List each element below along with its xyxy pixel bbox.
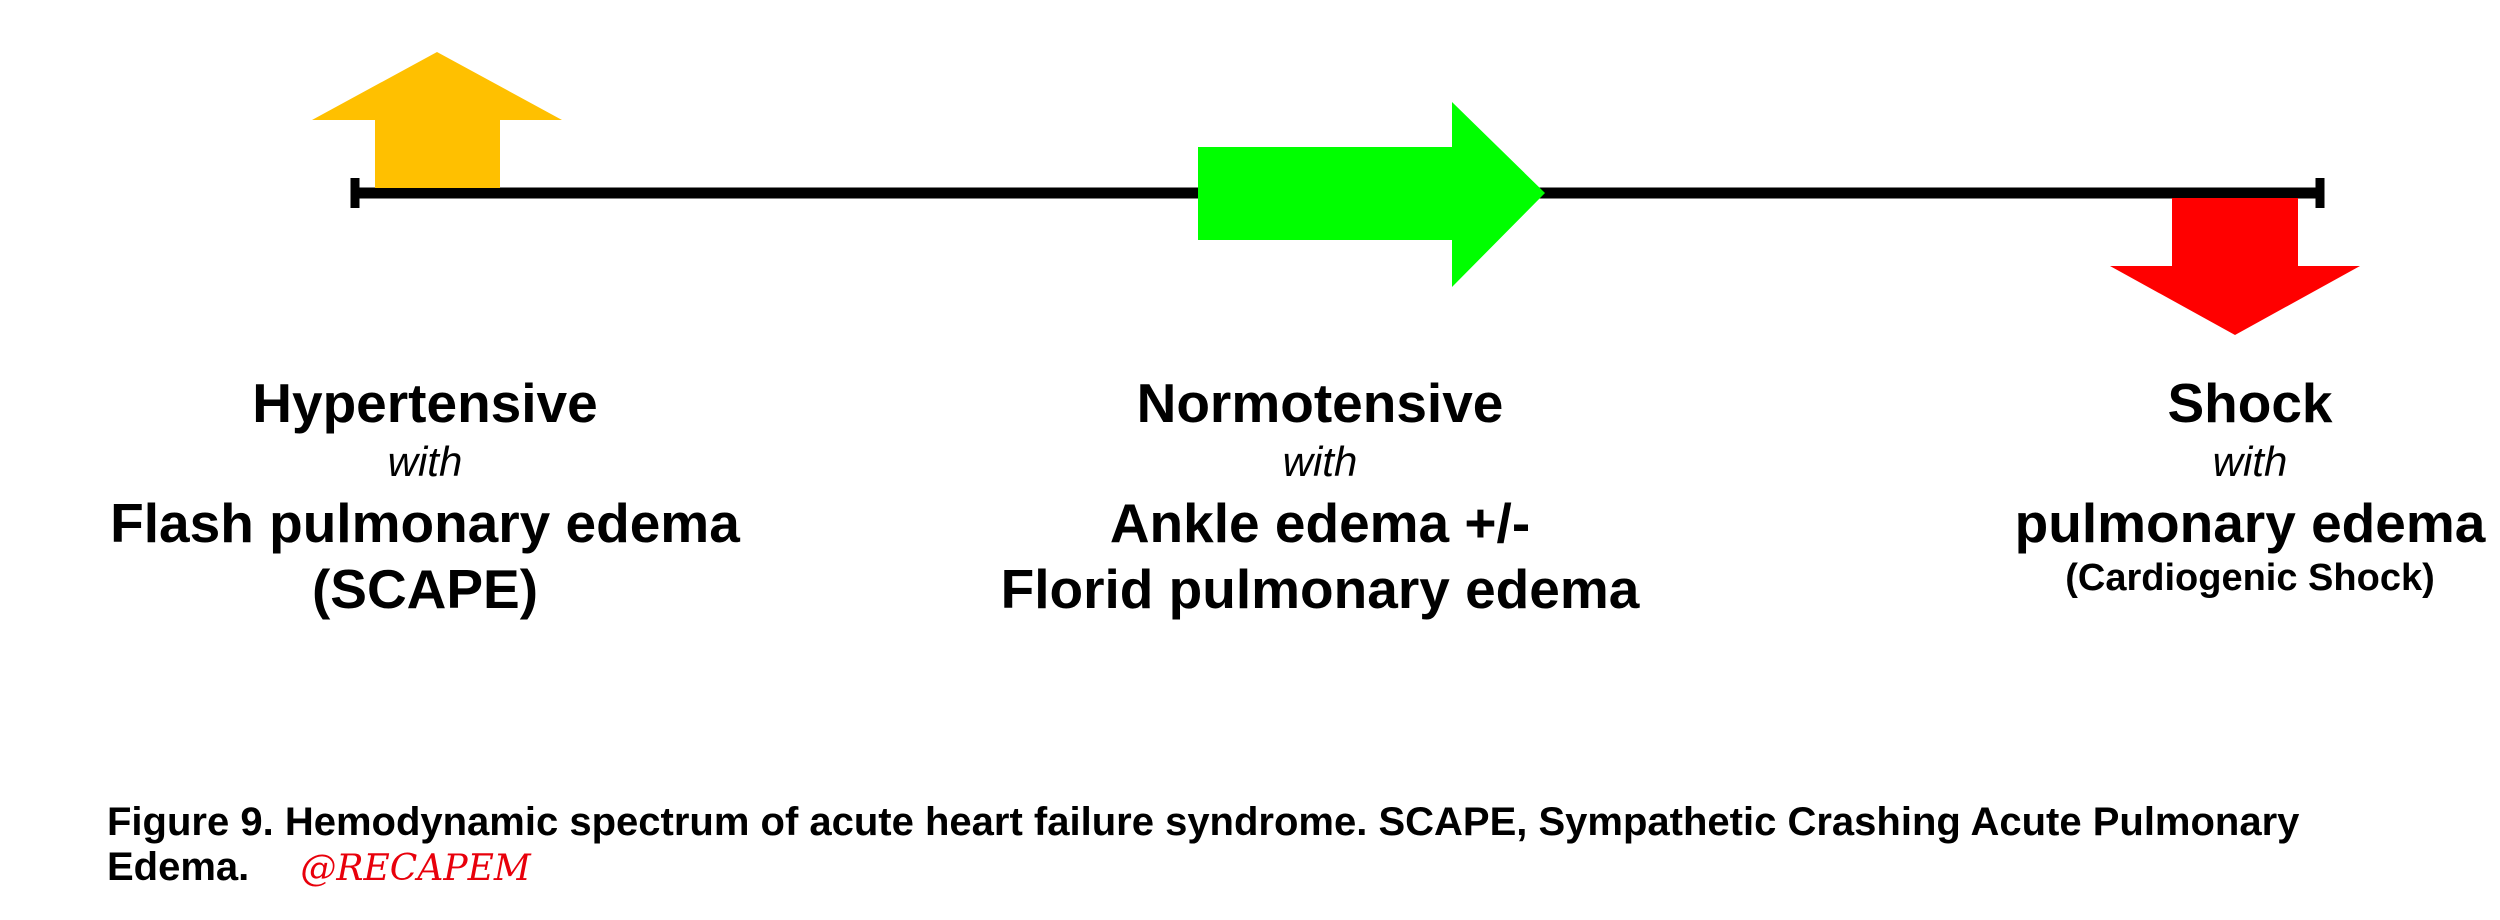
- down-arrow-icon: [2110, 198, 2360, 335]
- state-description-line: pulmonary edema: [2014, 492, 2486, 554]
- watermark: @RECAPEM: [300, 848, 531, 889]
- hypertensive-label-block: Hypertensive with Flash pulmonary edema …: [60, 372, 790, 622]
- shock-label-block: Shock with pulmonary edema (Cardiogenic …: [1900, 372, 2500, 600]
- with-connector: with: [1282, 438, 1358, 485]
- state-description-line: Flash pulmonary edema: [110, 492, 740, 554]
- caption-text: Figure 9. Hemodynamic spectrum of acute …: [107, 800, 2300, 889]
- with-connector: with: [387, 438, 463, 485]
- with-connector: with: [2212, 438, 2288, 485]
- state-description-line: Florid pulmonary edema: [1000, 558, 1640, 620]
- right-arrow-icon: [1198, 102, 1545, 287]
- state-title: Normotensive: [1136, 372, 1504, 434]
- state-description-line: (SCAPE): [311, 558, 539, 620]
- state-title: Hypertensive: [252, 372, 598, 434]
- normotensive-label-block: Normotensive with Ankle edema +/- Florid…: [955, 372, 1685, 622]
- state-description-line: Ankle edema +/-: [1109, 492, 1531, 554]
- state-subtitle: (Cardiogenic Shock): [2065, 557, 2435, 599]
- state-title: Shock: [2167, 372, 2333, 434]
- figure-caption: Figure 9. Hemodynamic spectrum of acute …: [107, 800, 2407, 891]
- up-arrow-icon: [312, 52, 562, 188]
